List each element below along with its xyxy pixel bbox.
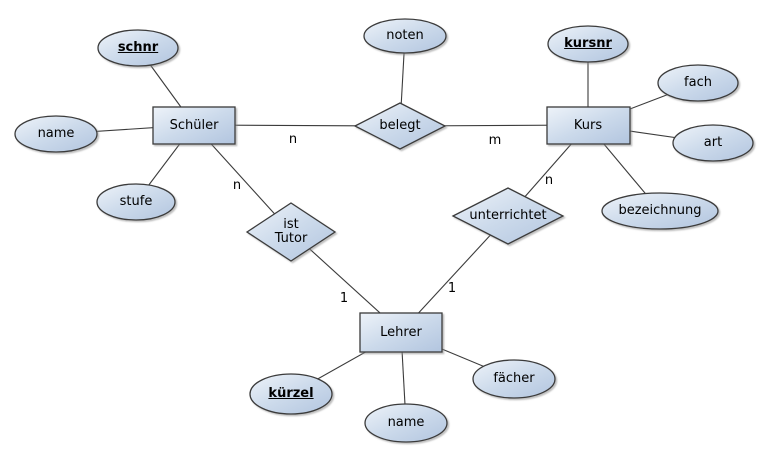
attribute-kuerzel-shape — [249, 373, 333, 415]
attribute-fach-shape — [657, 64, 739, 102]
relationship-belegt-shape — [353, 102, 447, 150]
relationship-unterrichtet-shape — [451, 187, 565, 245]
attribute-schnr-shape — [97, 29, 179, 67]
attribute-kursnr-shape — [547, 25, 629, 63]
edges — [55, 35, 714, 424]
attribute-stufe-shape — [96, 183, 176, 221]
attribute-bezeichnung-shape — [601, 192, 719, 230]
attribute-faecher-shape — [472, 359, 556, 399]
entity-kurs-shape — [546, 106, 631, 145]
entity-schueler-shape — [152, 106, 236, 145]
attribute-name-lehrer-shape — [364, 403, 448, 443]
attribute-noten-shape — [363, 18, 447, 54]
attribute-name-schueler-shape — [14, 115, 98, 153]
relationship-ist-tutor-shape — [245, 202, 337, 262]
nodes — [14, 18, 754, 443]
attribute-art-shape — [672, 124, 754, 162]
entity-lehrer-shape — [359, 312, 443, 353]
